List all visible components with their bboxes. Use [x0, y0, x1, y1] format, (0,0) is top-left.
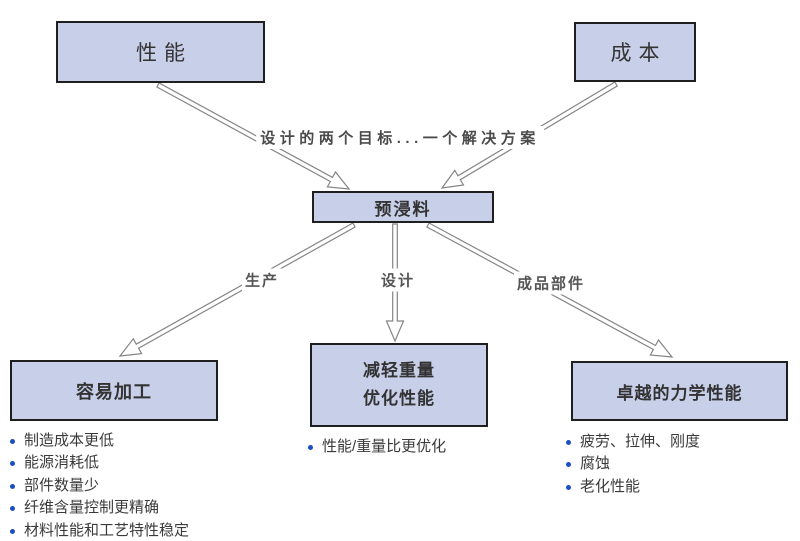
list-item-text: 部件数量少: [24, 476, 100, 494]
list-item: 材料性能和工艺特性稳定: [10, 520, 290, 541]
node-cost: 成本: [574, 22, 696, 82]
bullet-dot-icon: [566, 440, 571, 445]
bullet-dot-icon: [566, 484, 571, 490]
bullet-dot-icon: [10, 483, 15, 489]
bullet-list-easy-processing: 制造成本更低 能源消耗低 部件数量少 纤维含量控制更精确 材料性能和工艺特性稳定: [10, 430, 290, 541]
node-performance: 性能: [56, 21, 265, 83]
node-prepreg: 预浸料: [312, 191, 494, 223]
branch-label-finished-parts: 成品部件: [513, 271, 589, 295]
list-item-text: 材料性能和工艺特性稳定: [24, 521, 190, 539]
list-item: 部件数量少: [10, 475, 290, 497]
bullet-dot-icon: [10, 528, 15, 534]
list-item-text: 能源消耗低: [24, 454, 100, 472]
bullet-dot-icon: [566, 462, 571, 468]
node-weight-label-line2: 优化性能: [363, 389, 435, 408]
list-item: 纤维含量控制更精确: [10, 497, 290, 519]
bullet-dot-icon: [308, 445, 313, 450]
list-item: 疲劳、拉伸、刚度: [566, 431, 796, 453]
bullet-dot-icon: [10, 506, 15, 512]
list-item-text: 腐蚀: [580, 455, 611, 473]
node-prepreg-label: 预浸料: [374, 199, 432, 219]
node-easy-processing-label: 容易加工: [76, 381, 152, 402]
caption-two-goals-one-solution: 设计的两个目标...一个解决方案: [256, 126, 544, 149]
list-item: 性能/重量比更优化: [308, 436, 538, 458]
hollow-arrow: [156, 82, 351, 190]
node-mechanical-properties-label: 卓越的力学性能: [616, 383, 743, 403]
list-item: 制造成本更低: [10, 430, 290, 452]
node-mechanical-properties: 卓越的力学性能: [571, 361, 788, 421]
list-item-text: 疲劳、拉伸、刚度: [580, 433, 701, 450]
branch-label-production: 生产: [241, 268, 283, 292]
list-item-text: 性能/重量比更优化: [322, 438, 447, 455]
bullet-list-weight-performance: 性能/重量比更优化: [308, 436, 538, 458]
list-item: 腐蚀: [566, 453, 796, 475]
node-easy-processing: 容易加工: [10, 360, 218, 421]
list-item: 能源消耗低: [10, 452, 290, 474]
hollow-arrow: [118, 222, 356, 357]
list-item-text: 制造成本更低: [24, 432, 115, 449]
bullet-list-mechanical-properties: 疲劳、拉伸、刚度 腐蚀 老化性能: [566, 431, 796, 498]
node-performance-label: 性能: [136, 42, 192, 65]
node-weight-performance: 减轻重量 优化性能: [310, 343, 488, 427]
list-item-text: 纤维含量控制更精确: [24, 499, 160, 517]
list-item: 老化性能: [566, 476, 796, 498]
list-item-text: 老化性能: [580, 477, 641, 495]
bullet-dot-icon: [10, 461, 15, 467]
node-cost-label: 成本: [610, 42, 667, 65]
node-weight-label-line1: 减轻重量: [363, 361, 435, 380]
branch-label-design: 设计: [377, 268, 419, 292]
bullet-dot-icon: [10, 439, 15, 444]
